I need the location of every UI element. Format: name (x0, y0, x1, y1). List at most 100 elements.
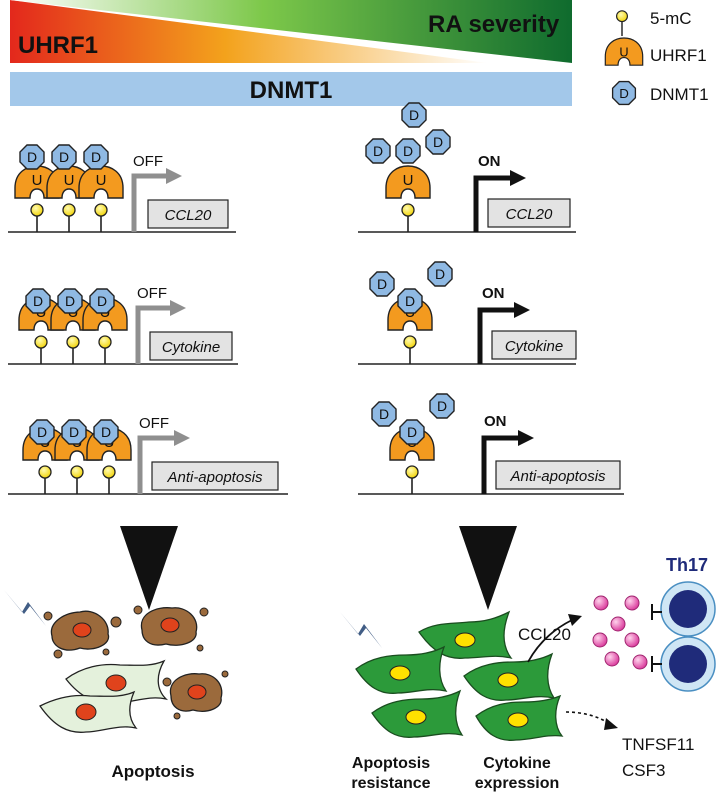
legend-label-uhrf1: UHRF1 (650, 46, 707, 65)
methyl-marker-icon (615, 10, 629, 37)
dnmt1-bar-label: DNMT1 (250, 77, 333, 104)
svg-text:D: D (97, 293, 107, 309)
right-panel-1-state: ON (478, 153, 501, 170)
left-panel-3: U U U D D D OFF Anti-apoptosis (8, 415, 288, 495)
legend-label-5mc: 5-mC (650, 9, 692, 28)
svg-text:U: U (64, 172, 75, 189)
svg-text:D: D (619, 86, 629, 101)
svg-text:D: D (59, 149, 69, 165)
right-panel-1-gene: CCL20 (506, 206, 553, 223)
ra-severity-label: RA severity (428, 11, 560, 38)
left-panel-2-state: OFF (137, 285, 167, 302)
uhrf1-gradient-bar (10, 0, 488, 63)
svg-text:D: D (101, 424, 111, 440)
promoter-arrow-off (137, 435, 176, 494)
svg-text:D: D (379, 406, 389, 422)
legend: 5-mC U UHRF1 D DNMT1 (604, 9, 709, 106)
detached-cell (39, 690, 138, 733)
fibroblast-cell (355, 645, 448, 694)
apoptosis-resistance-label-line2: resistance (351, 775, 430, 792)
promoter-arrow-off (135, 305, 172, 364)
dnmt1-protein-icon: D (611, 80, 637, 106)
gene-box (487, 198, 571, 228)
dnmt1-bar (10, 72, 572, 106)
right-panel-1: U D D D D ON CCL20 (358, 102, 576, 233)
apoptotic-cell (133, 605, 209, 652)
ccl20-chemokines (592, 595, 648, 670)
svg-text:D: D (409, 107, 419, 123)
apoptosis-resistance-label-line1: Apoptosis (352, 755, 430, 772)
svg-text:D: D (69, 424, 79, 440)
fibroblast-cell (475, 694, 564, 741)
svg-text:D: D (403, 143, 413, 159)
promoter-arrow-on (477, 307, 516, 364)
svg-text:U: U (32, 172, 43, 189)
left-panel-1-gene: CCL20 (165, 207, 212, 224)
svg-text:D: D (27, 149, 37, 165)
promoter-arrow-on (473, 175, 512, 232)
tnfsf11-csf3-dotted-arrow (565, 711, 611, 725)
svg-text:D: D (91, 149, 101, 165)
apoptosis-label: Apoptosis (111, 762, 194, 781)
csf3-label: CSF3 (622, 761, 665, 780)
uhrf1-bar-label: UHRF1 (18, 32, 98, 59)
gene-box (149, 331, 233, 361)
left-lightning-bolt-icon (4, 590, 46, 626)
svg-text:D: D (405, 293, 415, 309)
svg-text:D: D (37, 424, 47, 440)
cytokine-expression-label-line2: expression (475, 775, 559, 792)
legend-label-dnmt1: DNMT1 (650, 85, 709, 104)
right-panel-3: U D D D ON Anti-apoptosis (358, 393, 624, 495)
right-panel-2: U D D D ON Cytokine (358, 261, 577, 365)
right-lightning-bolt-icon (340, 612, 382, 648)
apoptotic-cells (39, 605, 229, 733)
ra-severity-gradient-bar (10, 0, 572, 63)
svg-text:D: D (433, 134, 443, 150)
svg-text:D: D (33, 293, 43, 309)
left-down-arrowhead (120, 526, 178, 610)
cytokine-expression-label-line1: Cytokine (483, 755, 551, 772)
left-panel-1: U U U D D D OFF CCL20 (8, 144, 236, 233)
ccl20-output-label: CCL20 (518, 625, 571, 644)
left-panel-1-state: OFF (133, 153, 163, 170)
svg-text:D: D (373, 143, 383, 159)
svg-text:D: D (437, 398, 447, 414)
uhrf1-protein-icon: U (604, 37, 644, 66)
fibroblast-cell (371, 689, 464, 738)
th17-cell (651, 581, 716, 637)
left-panel-3-state: OFF (139, 415, 169, 432)
left-panel-2: U U U D D D OFF Cytokine (8, 285, 238, 365)
right-panel-2-gene: Cytokine (505, 338, 563, 355)
severity-header: UHRF1 RA severity DNMT1 (10, 0, 572, 106)
promoter-arrow-on (481, 435, 520, 494)
ccl20-secretion-arrow (527, 619, 573, 663)
svg-text:D: D (377, 276, 387, 292)
svg-text:D: D (407, 424, 417, 440)
right-panel-3-state: ON (484, 413, 507, 430)
left-panel-3-gene: Anti-apoptosis (166, 469, 263, 486)
synovial-fibroblasts (355, 610, 564, 741)
svg-text:D: D (65, 293, 75, 309)
fibroblast-cell (463, 652, 556, 701)
right-down-arrowhead (459, 526, 517, 610)
detached-cell (65, 659, 169, 704)
gene-box (495, 460, 621, 490)
gene-box (147, 199, 229, 229)
right-panel-3-gene: Anti-apoptosis (509, 468, 606, 485)
left-panel-2-gene: Cytokine (162, 339, 220, 356)
svg-text:U: U (403, 172, 414, 189)
gene-box (491, 330, 577, 360)
svg-text:D: D (435, 266, 445, 282)
svg-text:U: U (96, 172, 107, 189)
th17-cell (651, 636, 716, 692)
promoter-arrow-off (131, 173, 168, 232)
svg-text:U: U (619, 45, 628, 60)
tnfsf11-label: TNFSF11 (622, 735, 694, 754)
apoptotic-cell (43, 610, 122, 659)
fibroblast-cell (418, 610, 513, 660)
th17-label: Th17 (666, 555, 708, 575)
right-panel-2-state: ON (482, 285, 505, 302)
gene-box (151, 461, 279, 491)
apoptotic-cell (162, 670, 229, 720)
